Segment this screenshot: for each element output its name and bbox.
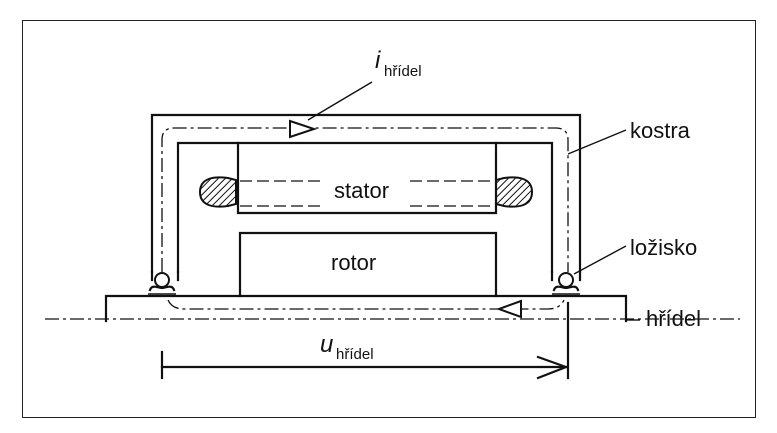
kostra-label: kostra	[630, 118, 691, 143]
voltage-subscript: hřídel	[336, 346, 374, 363]
current-symbol: i	[375, 47, 381, 74]
current-direction-arrow-shaft	[496, 299, 522, 319]
voltage-measurement	[160, 301, 570, 380]
shaft-hridel	[45, 294, 740, 323]
bearing-left	[148, 272, 176, 295]
leader-lozisko	[573, 245, 627, 275]
diagram-frame	[22, 20, 756, 418]
current-direction-arrow-top	[289, 119, 318, 139]
hridel-label: hřídel	[646, 306, 701, 331]
current-loop-path	[161, 127, 569, 310]
stator-winding-left	[198, 176, 237, 208]
current-subscript: hřídel	[384, 63, 422, 80]
lozisko-label: ložisko	[630, 235, 697, 260]
frame-kostra	[150, 113, 582, 282]
bearing-right	[552, 272, 580, 295]
rotor-block	[238, 231, 498, 298]
stator-label: stator	[334, 178, 389, 203]
stator-winding-right	[495, 176, 534, 208]
voltage-symbol: u	[320, 331, 333, 358]
leader-kostra	[567, 129, 627, 155]
leader-current	[307, 81, 373, 121]
stator-block	[198, 141, 534, 215]
rotor-label: rotor	[331, 250, 376, 275]
